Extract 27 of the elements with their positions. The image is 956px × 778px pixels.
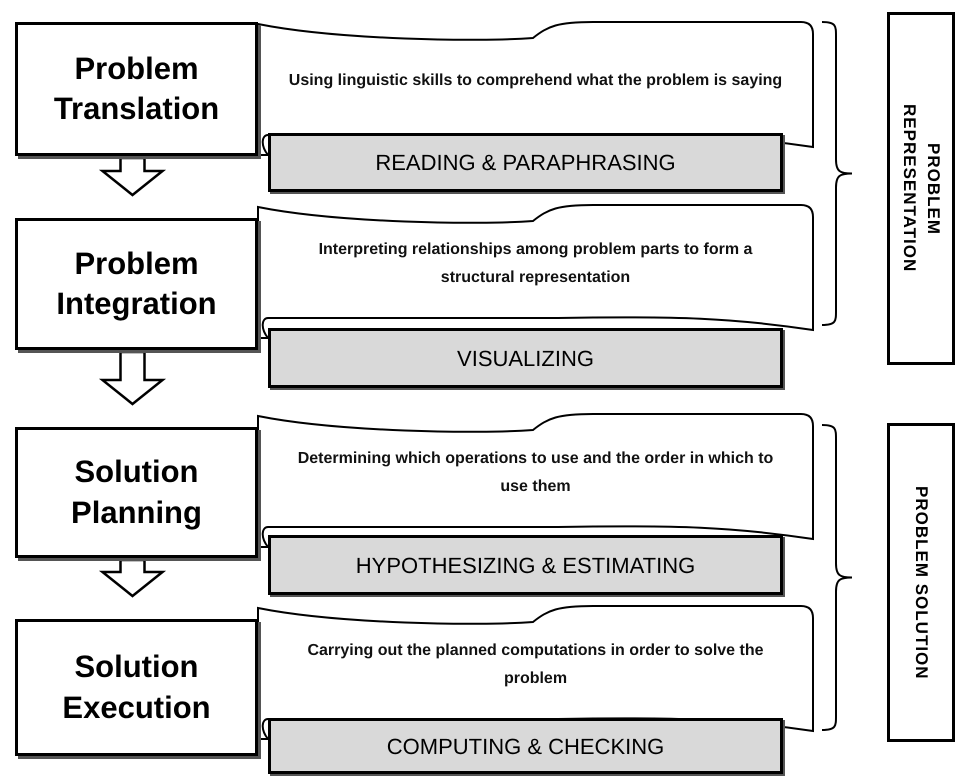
block-arrow	[98, 156, 166, 197]
stage-box	[15, 218, 258, 350]
stage-box	[15, 22, 258, 156]
description-text: Carrying out the planned computations in order to solve the problem	[306, 640, 765, 688]
skill-box	[268, 718, 783, 774]
stage-box	[15, 619, 258, 756]
skill-label: HYPOTHESIZING & ESTIMATING	[356, 552, 696, 580]
phase-label: PROBLEM SOLUTION	[910, 486, 932, 680]
skill-box	[268, 535, 783, 595]
phase-box	[887, 423, 955, 742]
stage-title: Problem Integration	[55, 244, 218, 323]
skill-label: COMPUTING & CHECKING	[386, 732, 664, 760]
block-arrow	[98, 350, 166, 406]
phase-label: PROBLEM REPRESENTATION	[899, 103, 944, 275]
description-text: Interpreting relationships among problem parts to form a structural representation	[318, 240, 754, 288]
skill-label: VISUALIZING	[457, 344, 594, 372]
skill-box	[268, 133, 783, 192]
phase-box	[887, 12, 955, 365]
block-arrow	[98, 558, 166, 598]
skill-box	[268, 328, 783, 388]
description-text: Using linguistic skills to comprehend what the problem is saying	[288, 70, 782, 90]
stage-title: Solution Planning	[70, 453, 203, 532]
skill-label: READING & PARAPHRASING	[375, 149, 676, 177]
description-text: Determining which operations to use and the order in which to use them	[296, 448, 774, 496]
stage-title: Problem Translation	[52, 50, 220, 128]
stage-box	[15, 427, 258, 558]
stage-title: Solution Execution	[61, 648, 212, 726]
